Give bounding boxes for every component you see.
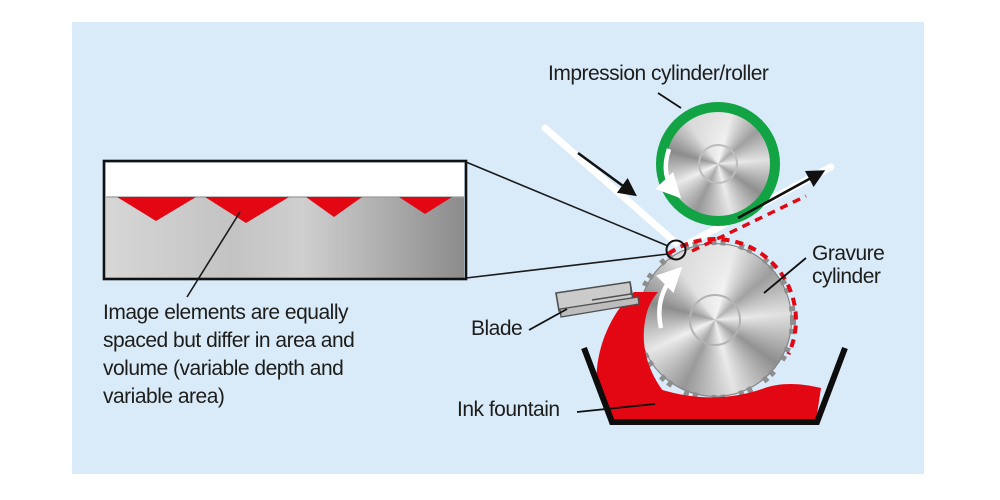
gravure-pointer-line: [763, 257, 807, 294]
cell-1: [117, 197, 196, 221]
gravure-rotation-arrow: [656, 266, 683, 329]
doctor-blade: [555, 281, 640, 318]
impression-pointer-line: [657, 92, 682, 109]
detail-box-border: [102, 159, 468, 281]
gravure-cylinder-label: Gravure cylinder: [812, 242, 885, 288]
ink-film-dashes-web: [691, 194, 807, 253]
impression-cylinder-label: Impression cylinder/roller: [548, 62, 769, 85]
paper-web-in: [541, 124, 680, 247]
cell-4: [399, 197, 452, 214]
image-element-cells: [117, 197, 452, 223]
nip-magnifier-circle: [665, 239, 687, 261]
detail-box: [102, 159, 468, 281]
cell-2: [205, 197, 289, 223]
blade-pointer-line: [528, 308, 568, 331]
impression-hub: [698, 144, 738, 184]
impression-rotation-arrow: [655, 148, 682, 199]
caption-line-2: spaced but differ in area and: [103, 329, 355, 352]
web-direction-arrow-in: [577, 151, 637, 197]
blade-tip: [559, 296, 640, 318]
impression-cylinder-face: [656, 102, 780, 226]
ink-fountain-pointer-line: [576, 403, 656, 413]
ink-fountain-label: Ink fountain: [457, 398, 560, 421]
cell-3: [306, 197, 362, 217]
ink-film-dashes-rim: [667, 237, 798, 356]
caption-line-4: variable area): [103, 385, 225, 408]
magnifier-line-top: [465, 161, 669, 247]
caption-pointer-line: [186, 211, 241, 298]
caption-line-3: volume (variable depth and: [103, 357, 344, 380]
ink-coating-left: [596, 292, 663, 391]
image-elements-caption: Image elements are equally spaced but di…: [103, 299, 355, 411]
gravure-hub: [689, 294, 741, 346]
magnifier-line-bottom: [465, 253, 669, 279]
ink-pool: [599, 382, 821, 421]
gravure-label-line2: cylinder: [812, 265, 881, 288]
gravure-label-line1: Gravure: [812, 242, 885, 265]
blade-label: Blade: [471, 317, 523, 340]
ink-fountain-tray: [581, 346, 848, 425]
caption-line-1: Image elements are equally: [103, 301, 348, 324]
web-direction-arrow-out: [737, 170, 826, 220]
blade-step-line: [591, 287, 632, 301]
